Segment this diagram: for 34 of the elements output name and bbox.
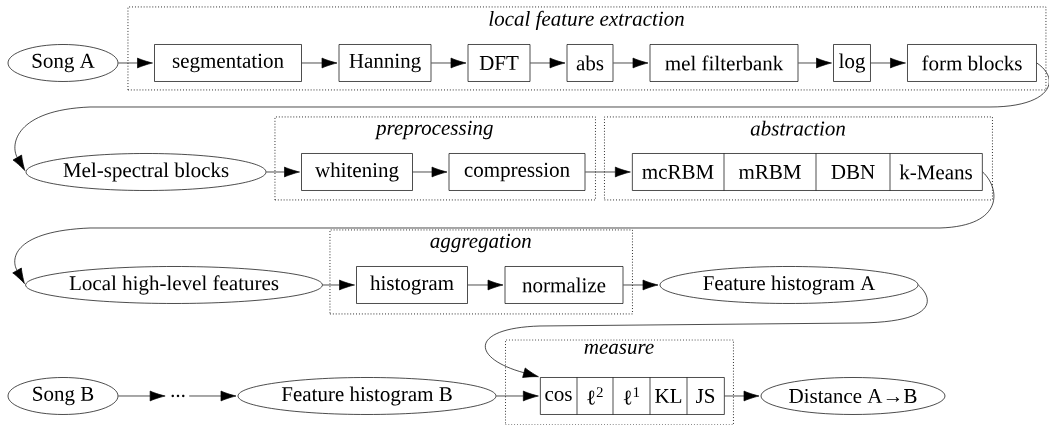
- arrow: [724, 390, 760, 402]
- arrow: [322, 279, 355, 291]
- process-box: compression: [448, 153, 586, 191]
- arrow: [870, 57, 906, 69]
- process-box: mel filterbank: [649, 44, 799, 82]
- arrow: [118, 57, 153, 69]
- ellipsis-text: ...: [171, 394, 185, 398]
- arrow: [623, 279, 659, 291]
- arrow: [188, 390, 237, 402]
- arrow: [118, 390, 166, 402]
- arrow: [431, 57, 467, 69]
- arrow: [412, 166, 448, 178]
- arrow: [485, 284, 928, 378]
- arrow: [530, 57, 566, 69]
- arrow: [467, 279, 504, 291]
- process-box: form blocks: [907, 44, 1037, 82]
- process-box: abs: [566, 44, 614, 82]
- process-box: log: [833, 44, 871, 82]
- arrow: [12, 171, 995, 284]
- arrow: [496, 390, 539, 402]
- process-box: Hanning: [338, 44, 432, 82]
- arrow: [301, 57, 338, 69]
- arrow: [12, 62, 1049, 171]
- process-box: histogram: [356, 266, 468, 304]
- method-table: mcRBM mRBM DBN k-Means: [632, 153, 983, 191]
- process-box: DFT: [467, 44, 531, 82]
- process-box: segmentation: [154, 44, 302, 82]
- process-box: whitening: [301, 153, 413, 191]
- arrow: [266, 166, 300, 178]
- process-box: normalize: [504, 266, 624, 304]
- arrow: [798, 57, 832, 69]
- arrow: [613, 57, 649, 69]
- method-table: cos ℓ$^{2}$ ℓ$^{1}$ KL JS: [540, 377, 725, 415]
- arrow: [585, 166, 631, 178]
